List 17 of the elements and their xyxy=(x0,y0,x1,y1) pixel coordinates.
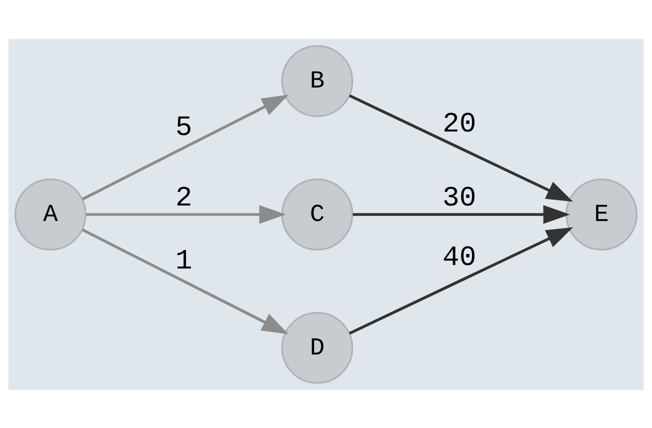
arrow xyxy=(348,226,574,334)
node-circle: A xyxy=(14,178,86,250)
edge-label: 20 xyxy=(442,109,476,140)
node-circle: E xyxy=(566,178,638,250)
edge-label: 1 xyxy=(175,246,192,278)
edge-label: 40 xyxy=(442,242,476,274)
arrow xyxy=(82,94,289,200)
node-circle: D xyxy=(281,311,354,384)
edge-label: 30 xyxy=(442,182,476,214)
arrow xyxy=(86,204,286,224)
edge-label: 2 xyxy=(175,182,192,214)
arrow xyxy=(352,204,570,224)
node-circle: B xyxy=(281,44,354,117)
node-circle: C xyxy=(281,178,354,250)
arrow xyxy=(348,94,574,202)
arrow xyxy=(82,228,289,334)
edge-label: 5 xyxy=(175,112,192,144)
